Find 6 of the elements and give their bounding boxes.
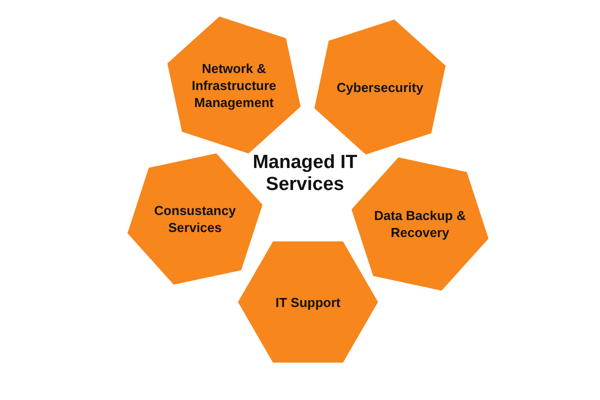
center-title: Managed IT Services: [252, 152, 358, 196]
hexagon-label: IT Support: [276, 294, 340, 310]
hexagon-label: Network & Infrastructure Management: [190, 60, 278, 110]
hexagon-label: Cybersecurity: [336, 78, 424, 96]
hexagon-label: Data Backup & Recovery: [373, 207, 467, 241]
hexagon-label: Consustancy Services: [153, 202, 237, 236]
